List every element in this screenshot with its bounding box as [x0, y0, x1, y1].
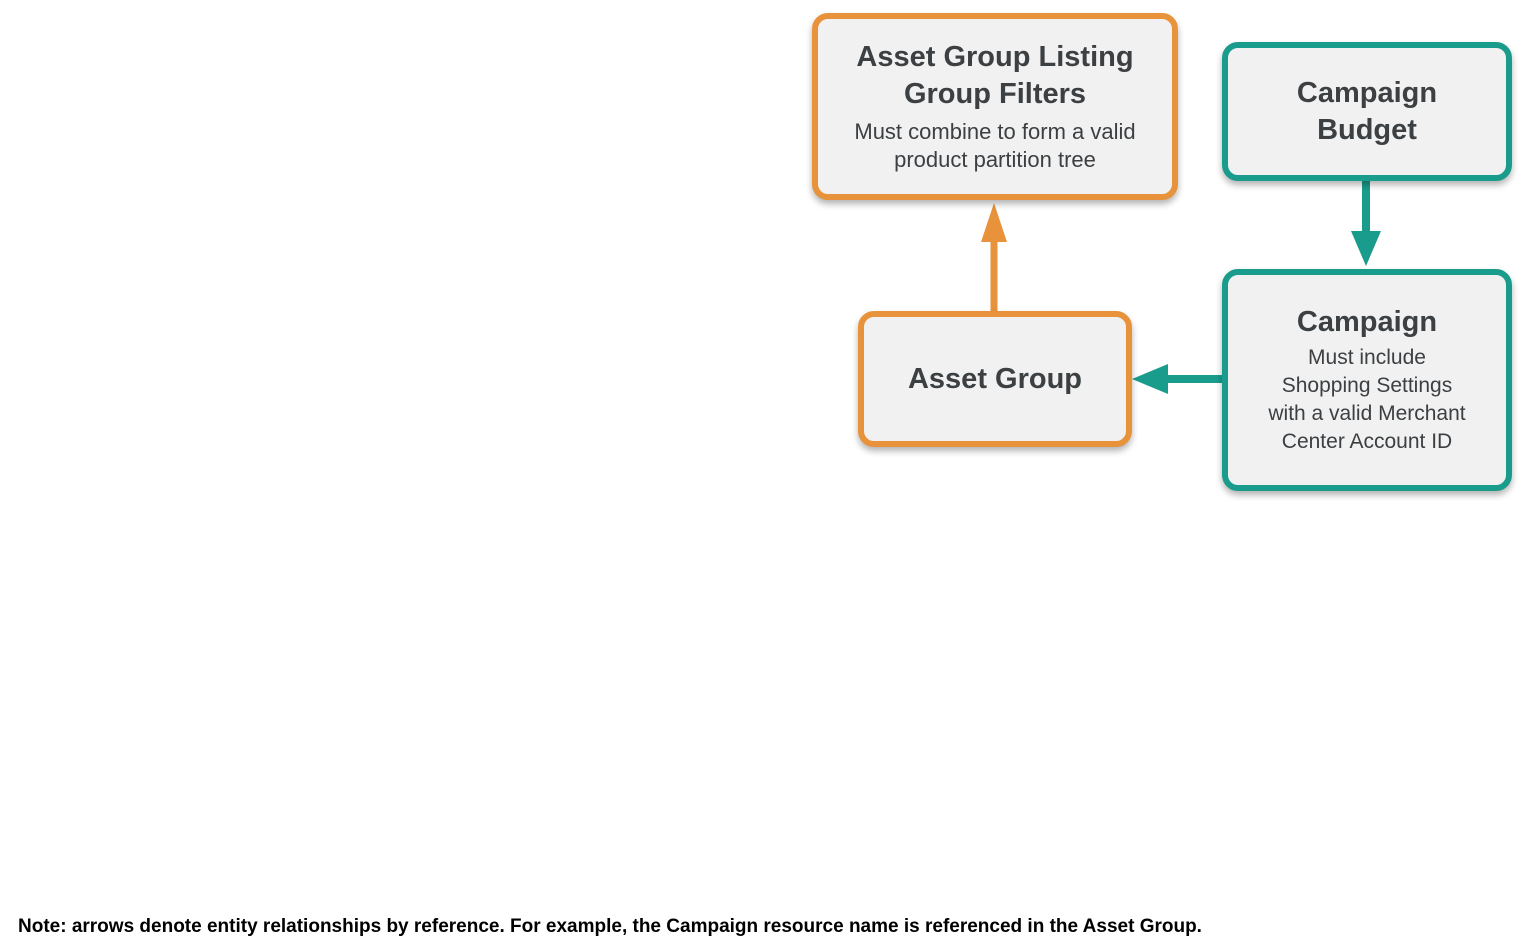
node-campaign: Campaign Must include Shopping Settings …	[1222, 269, 1512, 491]
arrowhead-left-icon	[1132, 364, 1168, 394]
node-subtitle: Must combine to form a valid product par…	[854, 118, 1136, 172]
node-title: Asset Group	[907, 362, 1083, 395]
edge-campaign-to-asset-group	[1132, 364, 1222, 394]
node-asset-group: Asset Group	[858, 311, 1132, 447]
node-asset-group-listing-group-filters: Asset Group Listing Group Filters Must c…	[812, 13, 1178, 200]
arrowhead-up-icon	[981, 203, 1007, 242]
arrowhead-down-icon	[1351, 231, 1381, 266]
node-title: Campaign	[1296, 306, 1438, 339]
edge-campaign-budget-to-campaign	[1351, 181, 1381, 266]
node-title: Asset Group Listing Group Filters	[856, 41, 1134, 110]
node-campaign-budget: Campaign Budget	[1222, 42, 1512, 181]
edge-asset-group-to-filters	[981, 203, 1007, 311]
note-text: Note: arrows denote entity relationships…	[18, 916, 1202, 937]
node-subtitle: Must include Shopping Settings with a va…	[1268, 346, 1466, 454]
node-title: Campaign Budget	[1296, 77, 1438, 146]
